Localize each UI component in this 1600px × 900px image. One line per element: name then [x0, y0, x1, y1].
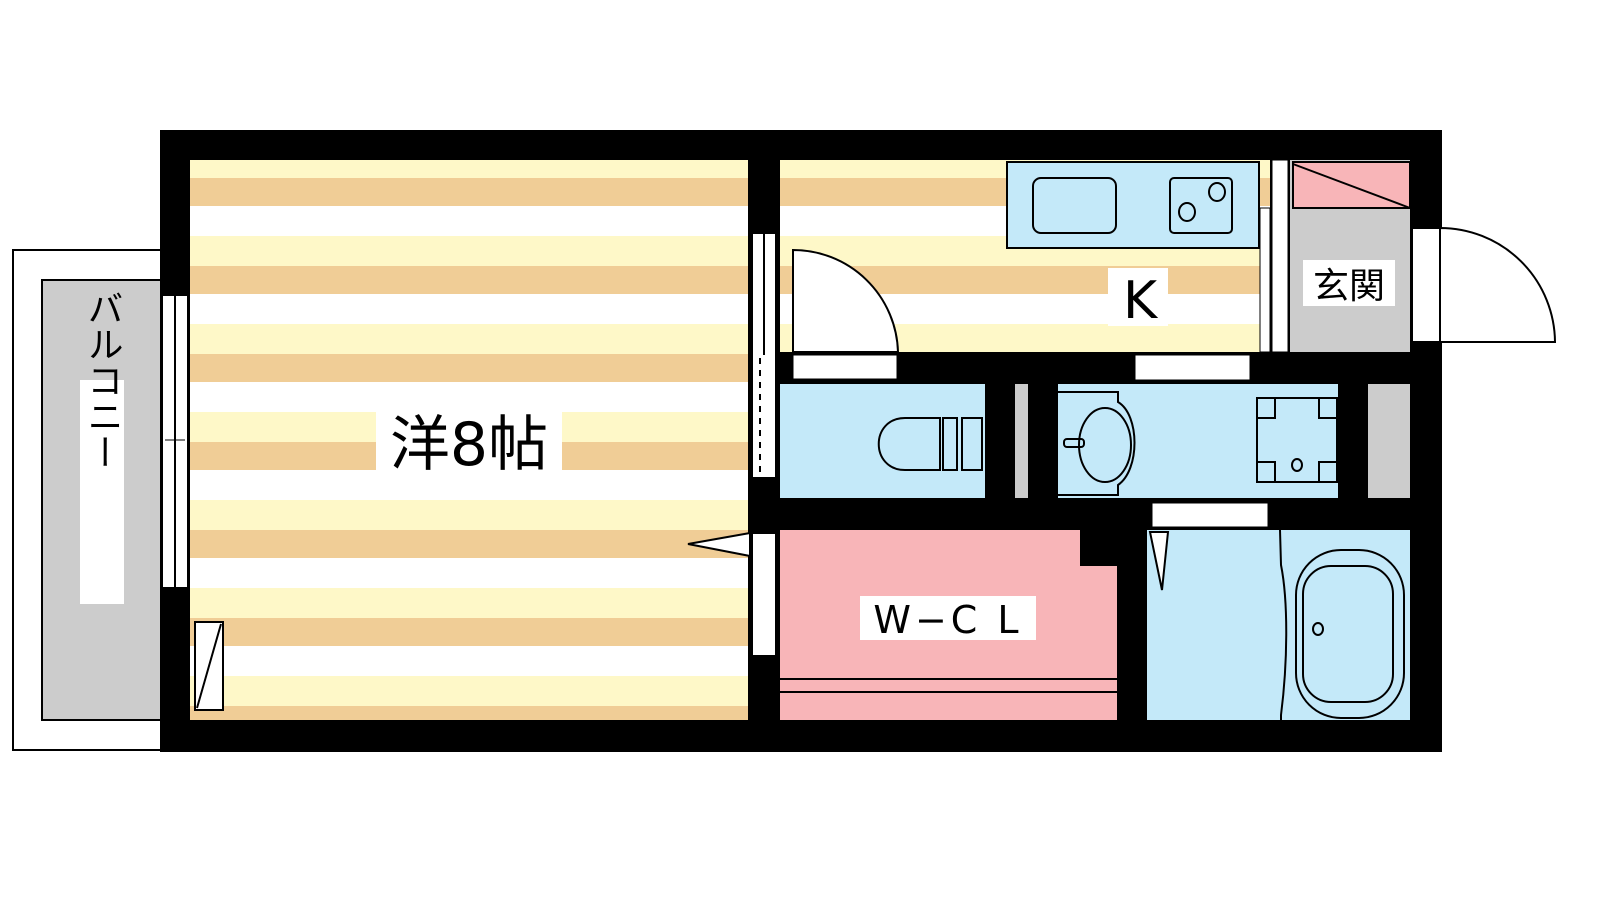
toilet-room [780, 384, 985, 498]
stove-icon [1169, 177, 1233, 234]
entrance: 玄関 [1271, 159, 1411, 353]
floor-stripe [190, 558, 748, 588]
closet-door[interactable] [687, 531, 777, 657]
floor-stripe [190, 178, 748, 206]
bathtub-icon [1295, 549, 1405, 719]
entrance-door[interactable] [1411, 226, 1557, 343]
floor-stripe [190, 206, 748, 236]
sliding-door[interactable] [751, 232, 777, 479]
entrance-label: 玄関 [1313, 266, 1385, 307]
washbasin-icon [1058, 391, 1136, 496]
floor-stripe [190, 266, 748, 294]
kitchen-counter [1006, 161, 1260, 249]
bathroom-door[interactable] [1151, 502, 1269, 528]
storage-icon [194, 621, 224, 711]
floor-stripe [190, 646, 748, 676]
floor-stripe [190, 530, 748, 558]
floor-stripe [190, 706, 748, 720]
floor-stripe [190, 382, 748, 412]
kitchen-label: K [1123, 271, 1159, 331]
toilet-door[interactable] [792, 248, 900, 380]
washroom-door[interactable] [1134, 354, 1251, 381]
toilet-icon [877, 417, 983, 471]
sink-icon [1032, 177, 1117, 234]
floor-stripe [190, 618, 748, 646]
washroom [1058, 384, 1338, 498]
floor-stripe [190, 354, 748, 382]
bathroom [1147, 529, 1410, 720]
washing-machine-icon [1256, 397, 1338, 483]
wcl-label: W−C L [873, 598, 1022, 642]
western-room-label: 洋8帖 [390, 410, 548, 480]
balcony-label: バルコニー [82, 290, 123, 470]
balcony: バルコニー [12, 249, 176, 751]
floor-stripe [190, 294, 748, 324]
walk-in-closet: W−C L [780, 530, 1117, 720]
balcony-window[interactable] [161, 294, 189, 589]
